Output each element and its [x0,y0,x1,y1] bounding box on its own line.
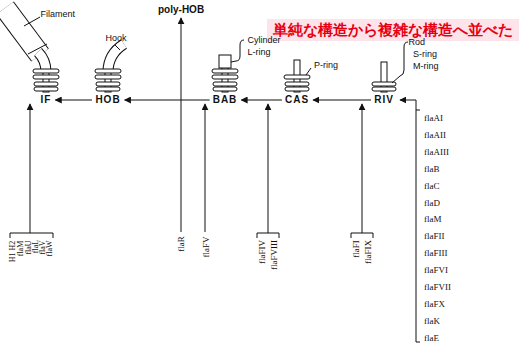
leader-line [24,17,40,26]
part-name: L-ring [248,47,271,57]
stage-name: IF [41,94,52,106]
stage-label-box: IF [38,94,55,106]
stage-name: BAB [213,94,238,106]
arrow-line [181,18,182,232]
gene-name: flaAIII [424,147,449,157]
stage-label-box: RIV [371,94,397,106]
part-name: Hook [106,33,127,43]
gene-name: flaFVI [424,265,448,275]
m-ring [34,87,58,91]
stage-name: RIV [374,94,394,106]
assembly-arrow [55,100,92,101]
bracket [416,110,420,342]
gene-name: flaAII [424,130,446,140]
gene-name: flaFII [424,231,445,241]
gene-name: flaE [424,333,439,343]
arrow-line [268,104,269,233]
assembly-arrow [241,100,282,101]
arrow-line [205,104,206,232]
bracket [257,233,279,238]
leader-line [115,45,120,50]
part-name: Rod [409,37,426,47]
axis-line [400,100,416,101]
s-ring [34,82,58,86]
bracket [392,42,408,83]
part-name: Cylinder [248,35,281,45]
stage-name: CAS [285,94,309,106]
gene-name: flaAI [424,113,443,123]
filament [5,8,40,55]
gene-name: flaB [424,164,440,174]
gene-name: flaC [424,181,440,191]
leader-line [306,68,311,75]
gene-name: flaFIV [257,240,267,264]
part-name: Filament [41,9,76,19]
cylinder [219,55,231,68]
p-ring [33,75,59,79]
assembly-arrow [125,100,210,101]
gene-name: flaFX [424,299,445,309]
part-name: S-ring [413,49,437,59]
bracket [10,233,53,238]
bracket [351,233,373,238]
stage-name: HOB [95,94,120,106]
gene-name: flaM [424,214,442,224]
gene-name: flaFIX [363,240,373,264]
junction-line [28,44,47,54]
structure-label: poly-HOB [158,4,204,15]
bracket [231,40,244,62]
part-name: P-ring [314,60,338,70]
gene-name: flaFI [351,240,361,258]
gene-name: H1 H2 [8,240,17,262]
part-name: M-ring [413,61,439,71]
hook [108,44,124,72]
gene-name: flaD [424,198,440,208]
arrow-line [30,104,31,233]
gene-name: flaK [424,316,440,326]
gene-name: flaFV [200,236,210,257]
gene-name: flaFVIII [269,240,279,270]
l-ring [33,69,59,73]
annotation-note: 単純な構造から複雑な構造へ並べた [267,19,519,41]
gene-name: flaFVII [424,282,451,292]
stage-label-box: CAS [282,94,312,106]
gene-name: flaW [45,240,54,256]
arrow-line [362,104,363,233]
gene-name: flaFIII [424,248,448,258]
assembly-arrow [313,100,371,101]
gene-name: flaR [176,236,186,252]
stage-label-box: BAB [210,94,241,106]
stage-label-box: HOB [92,94,123,106]
